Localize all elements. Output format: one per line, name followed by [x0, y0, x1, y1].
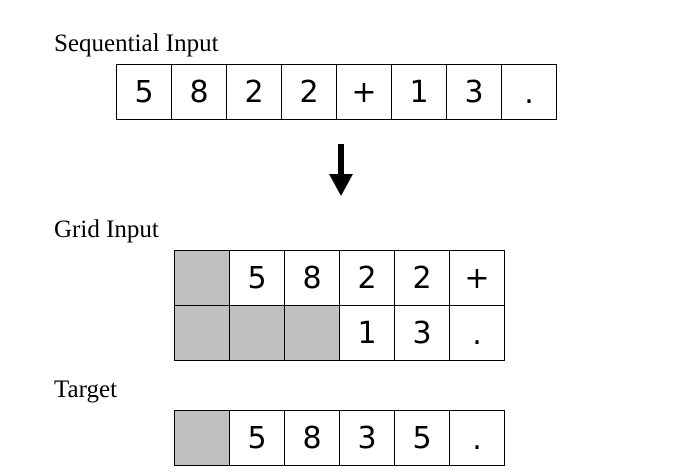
grid-row-2-token-cell: 3	[394, 305, 450, 361]
grid-row-2-padding-cell	[174, 305, 230, 361]
grid-row-2-token-cell: .	[449, 305, 505, 361]
sequential-token-cell: 2	[281, 64, 337, 120]
grid-row-1-token-cell: 8	[284, 250, 340, 306]
target-token-cell: 5	[229, 410, 285, 466]
grid-row-2-token-cell: 1	[339, 305, 395, 361]
target-token-cell: 5	[394, 410, 450, 466]
target-label: Target	[54, 376, 118, 403]
sequential-token-cell: 1	[391, 64, 447, 120]
target-token-cell: 8	[284, 410, 340, 466]
grid-row-2-padding-cell	[284, 305, 340, 361]
grid-row-2-padding-cell	[229, 305, 285, 361]
grid-row-1-token-cell: 2	[394, 250, 450, 306]
sequential-token-cell: .	[501, 64, 557, 120]
sequential-token-cell: +	[336, 64, 392, 120]
grid-row-1-token-cell: +	[449, 250, 505, 306]
grid-row-1-token-cell: 2	[339, 250, 395, 306]
target-token-cell: .	[449, 410, 505, 466]
target-padding-cell	[174, 410, 230, 466]
grid-input-label: Grid Input	[54, 216, 159, 243]
grid-row-1-padding-cell	[174, 250, 230, 306]
grid-row-1-token-cell: 5	[229, 250, 285, 306]
sequential-token-cell: 8	[171, 64, 227, 120]
sequential-token-cell: 5	[116, 64, 172, 120]
sequential-input-label: Sequential Input	[54, 30, 219, 57]
sequential-token-cell: 2	[226, 64, 282, 120]
target-token-cell: 3	[339, 410, 395, 466]
arrow-down-icon	[329, 144, 353, 196]
sequential-token-cell: 3	[446, 64, 502, 120]
